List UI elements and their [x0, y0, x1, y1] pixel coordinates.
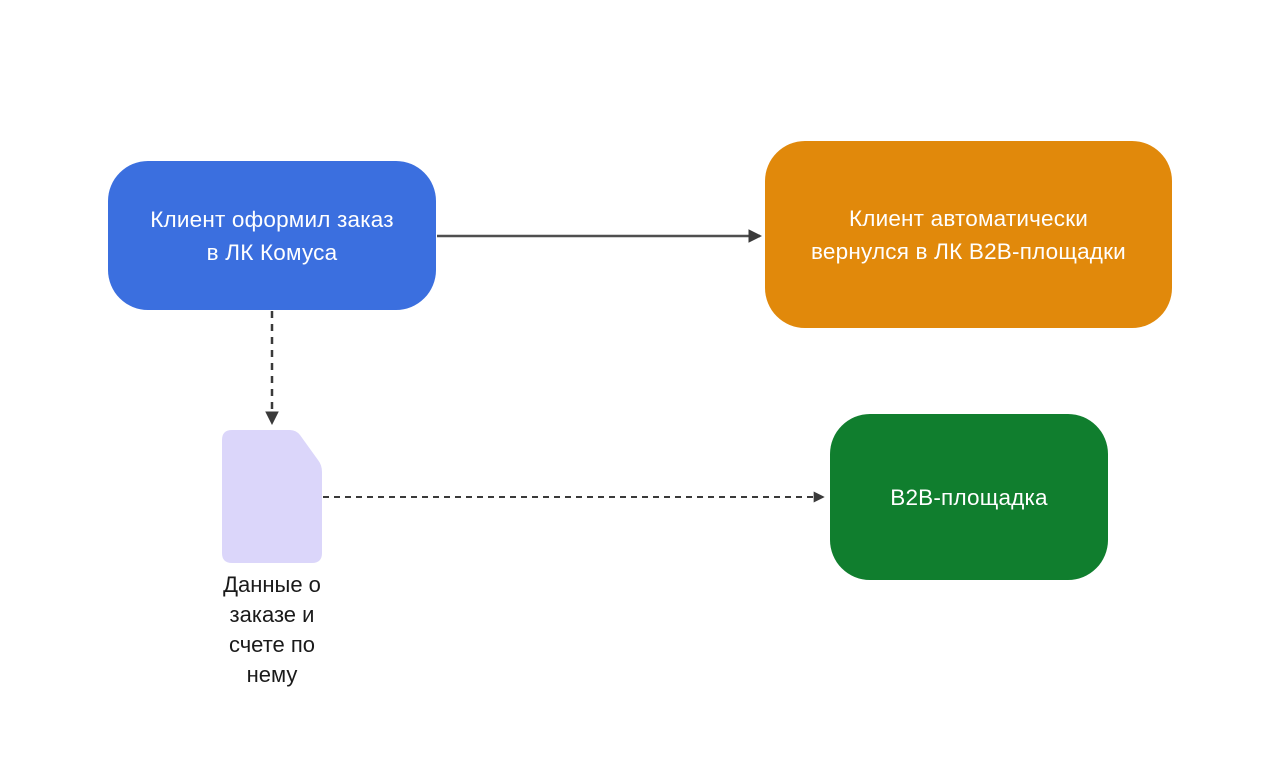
node-client-order-label-line1: Клиент оформил заказ [150, 206, 394, 232]
document-label-line3: счете по [228, 632, 316, 657]
document-label-line4: нему [246, 662, 298, 687]
node-b2b-platform: B2B-площадка [830, 414, 1108, 580]
node-client-returned-label-line2: вернулся в ЛК B2B-площадки [811, 238, 1126, 264]
document-icon [222, 430, 322, 563]
node-client-returned: Клиент автоматически вернулся в ЛК B2B-п… [765, 141, 1172, 328]
node-client-order-label-line2: в ЛК Комуса [206, 239, 338, 265]
document-label-line2: заказе и [229, 602, 315, 627]
document-label: Данные о заказе и счете по нему [192, 570, 352, 690]
node-client-returned-label-line1: Клиент автоматически [848, 205, 1089, 231]
document-label-line1: Данные о [223, 572, 321, 597]
node-b2b-platform-label: B2B-площадка [890, 484, 1048, 510]
document-icon-shape [222, 430, 322, 563]
node-client-order: Клиент оформил заказ в ЛК Комуса [108, 161, 436, 310]
